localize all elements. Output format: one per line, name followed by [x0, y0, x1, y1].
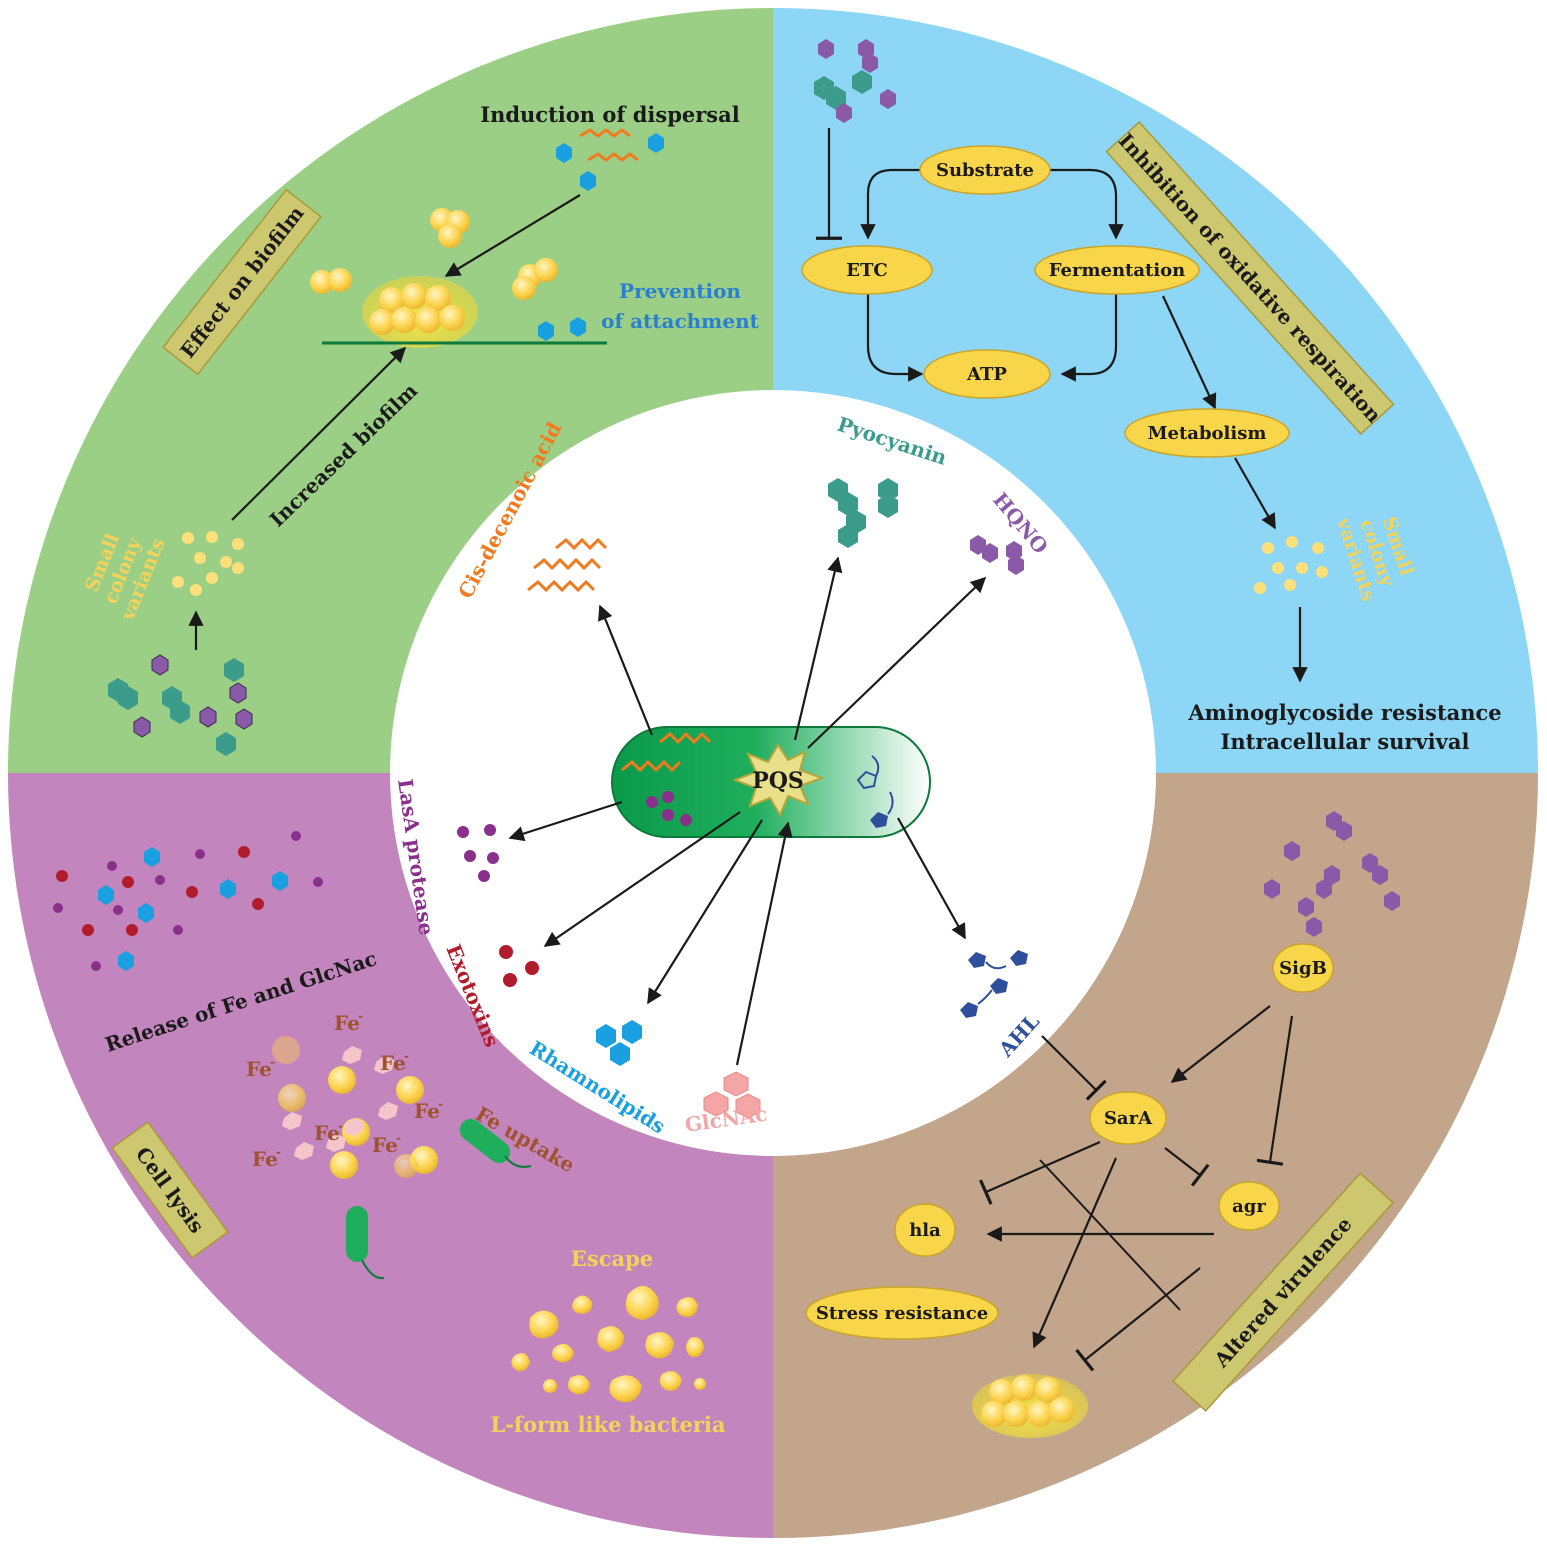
fe-label-6: Fe [372, 1133, 398, 1157]
biofilm-mound-icon [362, 276, 478, 348]
etc-node [801, 245, 933, 295]
dispersal-molecules-icon [556, 128, 664, 191]
prevention-label-1: Prevention [619, 279, 741, 303]
aminoglycoside-resistance-label: Aminoglycoside resistance [1187, 700, 1501, 725]
metabolism-label: Metabolism [1148, 423, 1267, 444]
attachment-molecules-icon [538, 317, 586, 341]
sara-label: SarA [1104, 1108, 1153, 1129]
biofilm-scv-icon [172, 531, 244, 596]
fe-superscript-2: - [270, 1055, 275, 1069]
substrate-label: Substrate [936, 160, 1034, 181]
agr-node [1218, 1181, 1280, 1231]
lasa-protease-icon [457, 824, 499, 882]
bacterium-green-icon-2 [346, 1206, 385, 1280]
l-form-bacteria-icon [511, 1285, 706, 1403]
fermentation-node [1034, 245, 1200, 295]
fe-superscript-5: - [338, 1119, 343, 1133]
hla-label: hla [909, 1220, 941, 1241]
respiration-scv-icon [1254, 536, 1328, 594]
biofilm-phenazine-icon [108, 654, 253, 756]
fe-superscript-4: - [438, 1097, 443, 1111]
rhamnolipids-icon [596, 1020, 642, 1066]
sigb-label: SigB [1279, 958, 1327, 979]
virulence-biofilm-icon [972, 1374, 1088, 1438]
fermentation-label: Fermentation [1049, 260, 1186, 281]
fe-superscript-6: - [396, 1131, 401, 1145]
center-arrows [508, 556, 987, 1066]
fe-superscript-3: - [404, 1049, 409, 1063]
hla-node [894, 1203, 956, 1257]
fe-label-3: Fe [380, 1051, 406, 1075]
released-content-icon [53, 831, 323, 971]
ahl-icon [960, 950, 1028, 1018]
virulence-hqno-icon [1264, 811, 1400, 937]
atp-label: ATP [966, 364, 1007, 385]
exotoxins-icon [499, 945, 539, 987]
lysed-cells-icon [272, 1036, 438, 1179]
fe-label-5: Fe [314, 1121, 340, 1145]
fe-superscript-1: - [358, 1009, 363, 1023]
fe-superscript-7: - [276, 1145, 281, 1159]
intracellular-survival-label: Intracellular survival [1221, 729, 1470, 754]
fe-superscripts: - - - - - - - [270, 1009, 443, 1159]
l-form-label: L-form like bacteria [490, 1412, 725, 1437]
fe-label-7: Fe [252, 1147, 278, 1171]
sara-node [1089, 1091, 1167, 1145]
agr-label: agr [1232, 1196, 1266, 1217]
fe-labels: Fe Fe Fe Fe Fe Fe Fe [246, 1011, 440, 1171]
sigb-node [1272, 943, 1334, 993]
escape-label: Escape [571, 1246, 653, 1271]
metabolism-node [1124, 408, 1290, 458]
respiration-molecules-icon [814, 39, 896, 123]
fe-label-2: Fe [246, 1057, 272, 1081]
prevention-label-2: of attachment [601, 309, 759, 333]
substrate-node [919, 145, 1051, 195]
stress-resistance-node [805, 1286, 999, 1340]
fe-label-1: Fe [334, 1011, 360, 1035]
fe-label-4: Fe [414, 1099, 440, 1123]
pqs-star [732, 743, 825, 818]
pqs-label: PQS [752, 768, 804, 794]
stress-resistance-label: Stress resistance [816, 1303, 988, 1324]
induction-of-dispersal-label: Induction of dispersal [480, 102, 739, 127]
bacterium-green-icon-1 [459, 1118, 532, 1168]
glcnac-icon [703, 1071, 761, 1119]
cis-decenoic-acid-icon [527, 537, 608, 593]
cross-line [1039, 1159, 1181, 1311]
biofilm-cocci-icon [310, 208, 558, 300]
pyocyanin-icon [828, 478, 898, 548]
etc-label: ETC [846, 260, 887, 281]
atp-node [923, 349, 1051, 399]
hqno-icon [970, 535, 1024, 575]
